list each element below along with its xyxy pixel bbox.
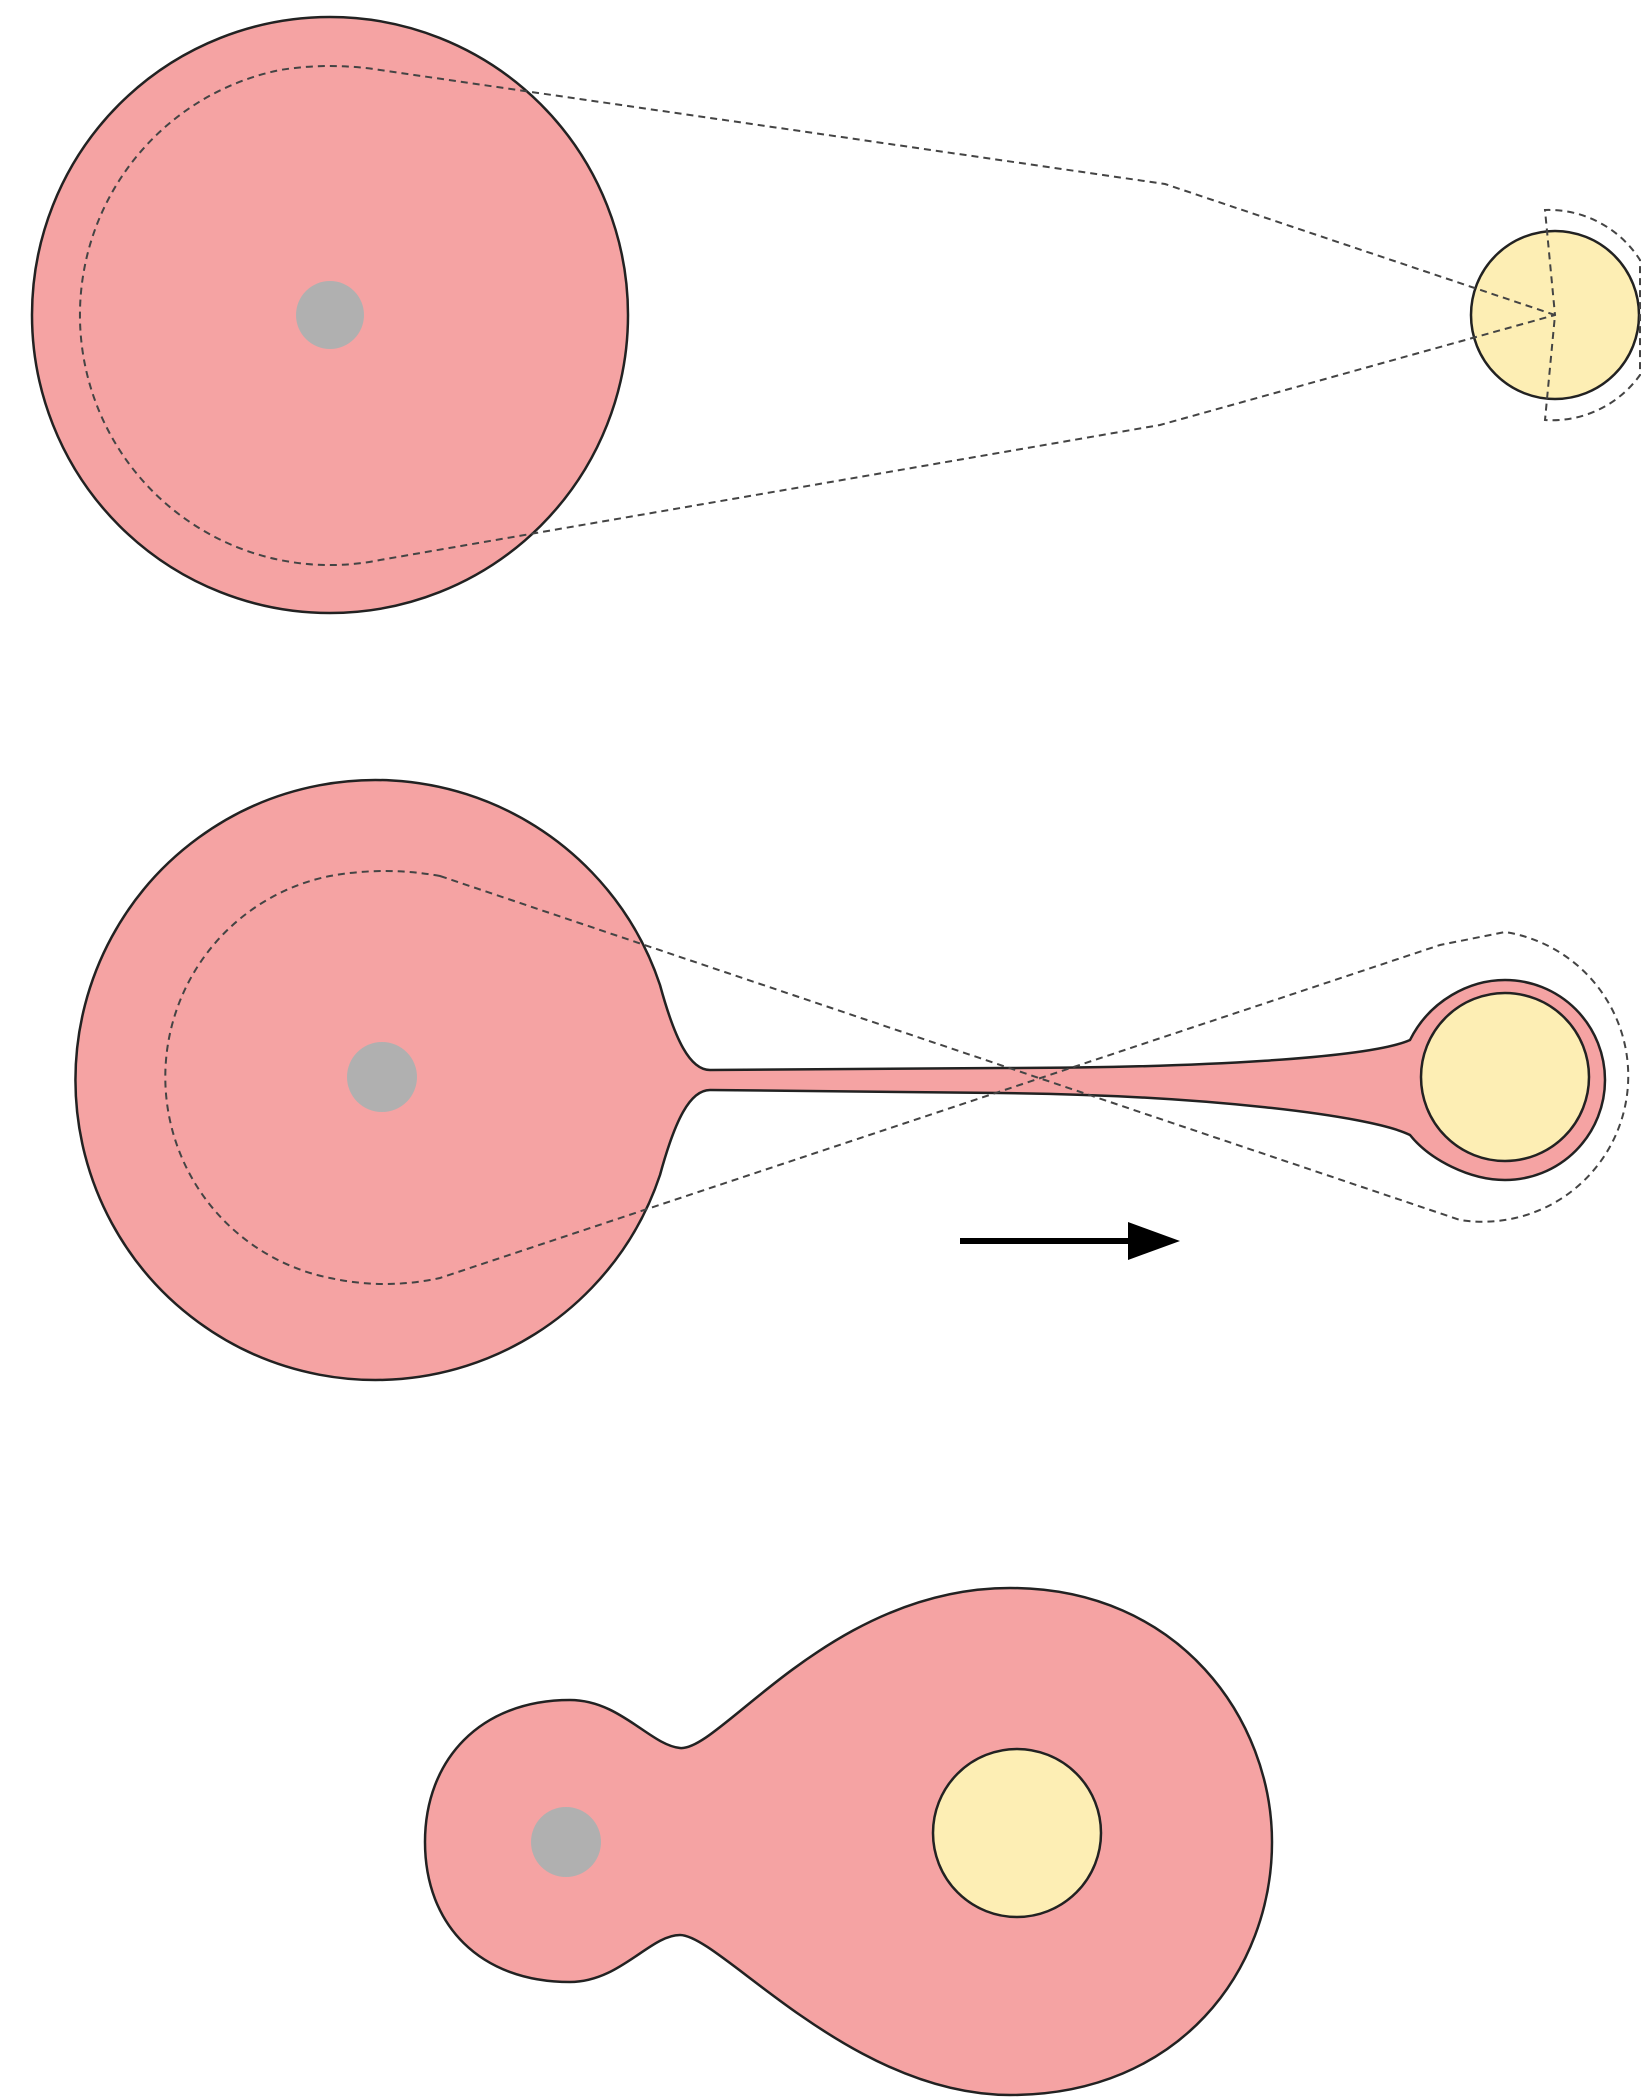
giant-envelope-with-stream xyxy=(74,778,1607,1382)
roche-lobe-outline xyxy=(78,65,1641,567)
giant-core xyxy=(296,281,364,349)
companion-star xyxy=(1419,991,1591,1163)
companion-star xyxy=(931,1747,1103,1919)
merged-envelope xyxy=(423,1586,1274,2097)
mass-flow-arrow xyxy=(960,1222,1180,1260)
panel-detached xyxy=(30,15,1641,615)
giant-core xyxy=(531,1807,601,1877)
arrow-right-icon xyxy=(1128,1222,1180,1260)
roche-lobe-outline xyxy=(164,870,1630,1285)
panel-common-envelope xyxy=(423,1586,1274,2097)
giant-core xyxy=(347,1042,417,1112)
panel-mass-transfer xyxy=(74,778,1630,1382)
